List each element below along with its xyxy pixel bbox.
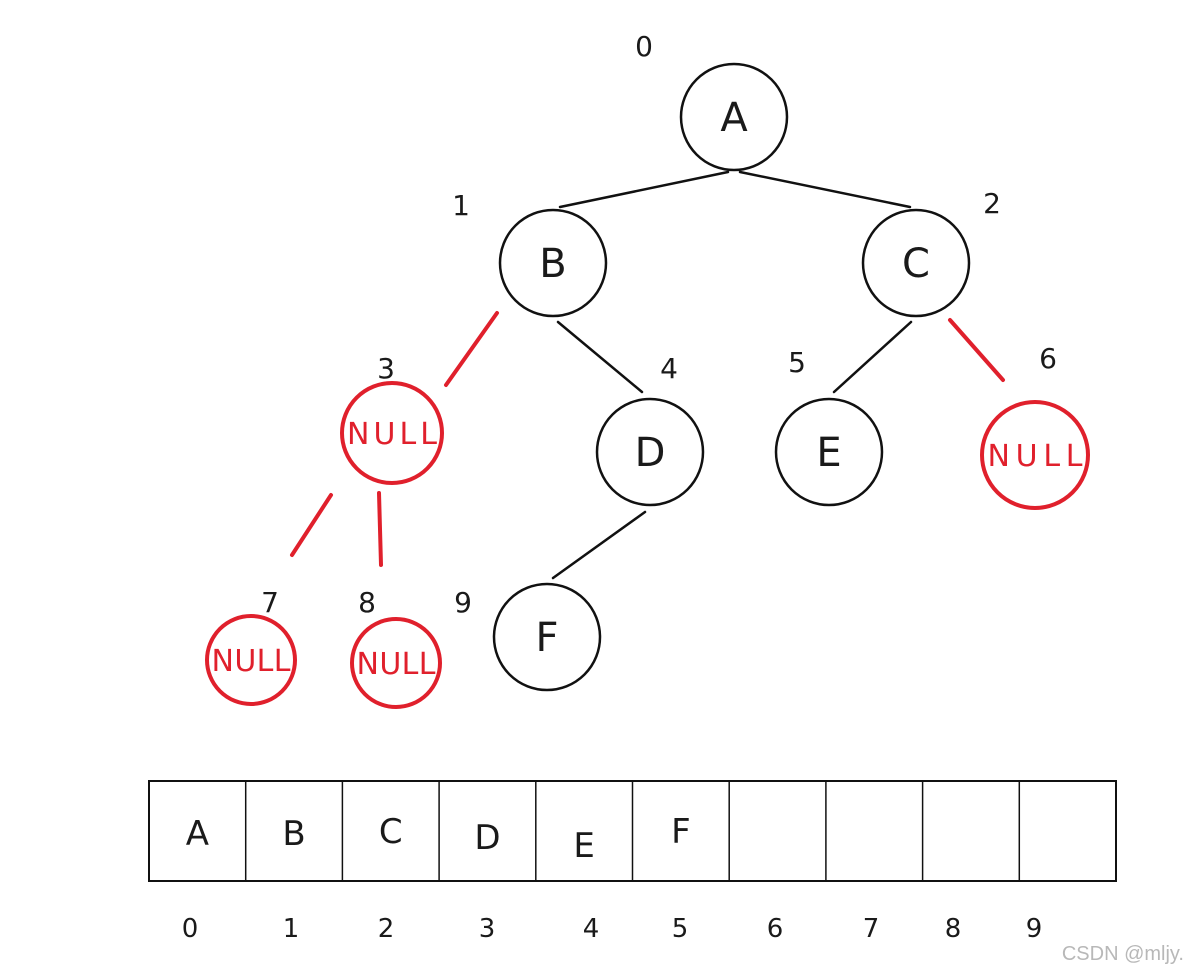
- node-circle: [498, 208, 608, 318]
- node-label: F: [535, 615, 558, 661]
- node-label: A: [720, 95, 748, 141]
- node-label: C: [902, 241, 930, 287]
- node-circle: [774, 397, 884, 507]
- array-cell-1: B: [282, 814, 305, 854]
- node-index-label: 0: [635, 30, 653, 63]
- edge-b-d: [556, 320, 644, 394]
- node-circle: [861, 208, 971, 318]
- edge-c-e: [832, 320, 913, 394]
- tree-node-1: B1: [452, 189, 608, 318]
- null-node-label: NULL: [988, 439, 1083, 474]
- null-node-circle: [340, 381, 444, 485]
- tree-node-4: D4: [595, 352, 705, 507]
- null-node-circle: [980, 400, 1090, 510]
- tree-node-3: NULL 3: [340, 352, 444, 485]
- null-node-label: NULL: [357, 647, 436, 682]
- node-circle: [492, 582, 602, 692]
- edge-d-f: [551, 510, 647, 580]
- array-index-1: 1: [283, 914, 300, 944]
- tree-node-9: F9: [454, 582, 602, 692]
- array-cell-4: E: [573, 826, 594, 866]
- tree-node-8: NULL 8: [350, 586, 442, 709]
- node-index-label: 3: [377, 352, 395, 385]
- tree-node-2: C2: [861, 187, 1001, 318]
- null-node-circle: [350, 617, 442, 709]
- array-cell-3: D: [474, 818, 500, 858]
- array-index-2: 2: [378, 914, 395, 944]
- array-cell-5: F: [671, 812, 691, 852]
- tree-node-7: NULL 7: [205, 586, 297, 706]
- tree-edges: [290, 170, 1005, 580]
- array-cell-2: C: [379, 812, 403, 852]
- node-label: D: [635, 430, 666, 476]
- node-index-label: 5: [788, 346, 806, 379]
- node-circle: [679, 62, 789, 172]
- null-node-label: NULL: [212, 644, 291, 679]
- node-index-label: 8: [358, 586, 376, 619]
- array-cell-0: A: [186, 814, 209, 854]
- tree-node-0: A0: [635, 30, 789, 172]
- edge-n3-n7: [290, 493, 333, 557]
- array-index-9: 9: [1026, 914, 1043, 944]
- edge-a-b: [558, 170, 730, 209]
- node-index-label: 2: [983, 187, 1001, 220]
- node-index-label: 9: [454, 586, 472, 619]
- edge-b-n3: [444, 311, 499, 387]
- null-node-circle: [205, 614, 297, 706]
- node-circle: [595, 397, 705, 507]
- array-index-4: 4: [583, 914, 600, 944]
- watermark: CSDN @mljy.: [1062, 943, 1184, 965]
- node-index-label: 7: [261, 586, 279, 619]
- edge-c-n6: [948, 318, 1005, 382]
- node-index-label: 4: [660, 352, 678, 385]
- node-index-label: 1: [452, 189, 470, 222]
- node-label: B: [539, 241, 566, 287]
- edge-n3-n8: [377, 491, 383, 567]
- null-node-label: NULL: [347, 417, 437, 452]
- edge-a-c: [738, 170, 912, 209]
- node-label: E: [816, 430, 841, 476]
- array-index-0: 0: [182, 914, 199, 944]
- tree-node-5: E5: [774, 346, 884, 507]
- node-index-label: 6: [1039, 342, 1057, 375]
- array-index-6: 6: [767, 914, 784, 944]
- array-index-8: 8: [945, 914, 962, 944]
- array-index-3: 3: [479, 914, 496, 944]
- storage-array: A 0 B 1 C 2 D 3 E 4 F 5 6 7 8 9: [148, 780, 1117, 944]
- array-index-5: 5: [672, 914, 689, 944]
- tree-node-6: NULL 6: [980, 342, 1090, 510]
- array-index-7: 7: [863, 914, 880, 944]
